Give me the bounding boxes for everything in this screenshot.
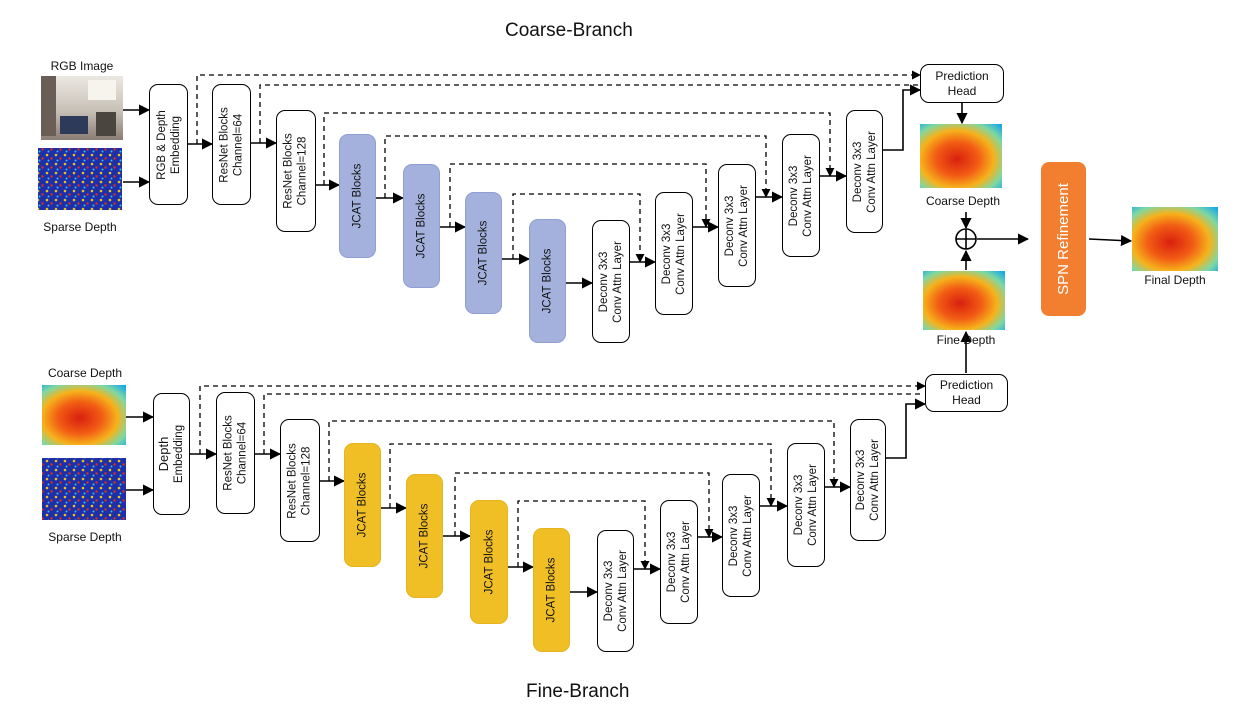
fine-input-coarse-depth-thumbnail [42, 385, 126, 445]
final-depth-caption: Final Depth [1144, 273, 1206, 287]
coarse-jcat-block-1: JCAT Blocks [339, 134, 376, 258]
fine-branch-title: Fine-Branch [526, 681, 630, 702]
fine-depth-output-thumbnail [923, 271, 1005, 330]
coarse-depth-caption: Coarse Depth [925, 194, 1001, 208]
fine-jcat-block-3: JCAT Blocks [470, 500, 508, 624]
coarse-jcat-block-2: JCAT Blocks [403, 164, 440, 288]
fine-sparse-depth-caption: Sparse Depth [48, 530, 122, 544]
coarse-depth-output-thumbnail [920, 124, 1002, 188]
coarse-jcat-block-3: JCAT Blocks [465, 192, 502, 314]
coarse-sparse-depth-thumbnail [38, 148, 122, 210]
rgb-image-caption: RGB Image [50, 59, 114, 73]
fine-input-coarse-depth-caption: Coarse Depth [47, 366, 123, 380]
fine-sparse-depth-thumbnail [42, 458, 126, 520]
fine-depth-caption: Fine Depth [936, 333, 996, 347]
coarse-solid-connectors [123, 84, 968, 289]
fine-solid-connectors [126, 330, 972, 598]
coarse-jcat-block-4: JCAT Blocks [529, 219, 566, 343]
fine-jcat-block-4: JCAT Blocks [533, 528, 570, 652]
fine-jcat-block-2: JCAT Blocks [406, 474, 443, 598]
spn-refinement-block: SPN Refinement [1041, 162, 1086, 316]
coarse-skip-connections [196, 70, 921, 263]
rgb-image-thumbnail [41, 76, 123, 140]
fine-jcat-block-1: JCAT Blocks [344, 443, 381, 567]
coarse-sparse-depth-caption: Sparse Depth [43, 220, 117, 234]
fine-skip-connections [199, 381, 926, 570]
fusion-connectors [960, 212, 1133, 270]
coarse-branch-title: Coarse-Branch [505, 20, 633, 41]
final-depth-thumbnail [1132, 207, 1218, 271]
